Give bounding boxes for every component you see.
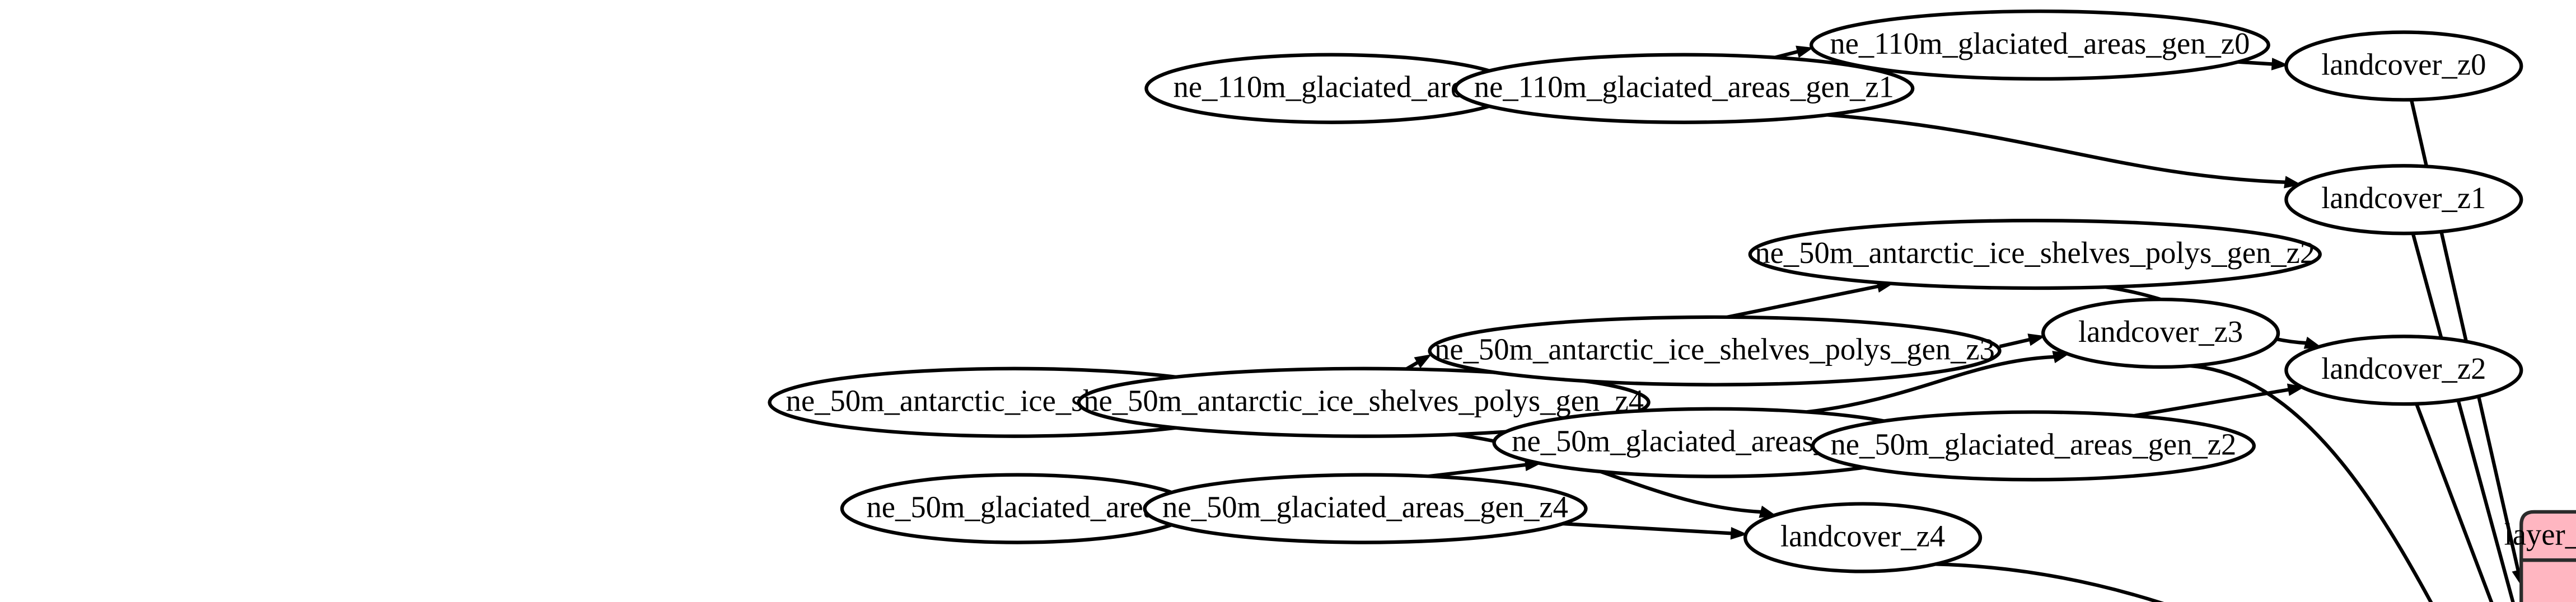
node-ellipse[interactable] bbox=[2041, 297, 2280, 369]
node-ellipse[interactable] bbox=[1453, 53, 1915, 124]
node-label: ne_110m_glaciated_areas_gen_z0 bbox=[1830, 26, 2250, 60]
edge-arrowhead bbox=[1730, 526, 1748, 540]
node-ellipse[interactable] bbox=[2284, 335, 2523, 406]
node-label: ne_50m_antarctic_ice_shelves_polys_gen_z… bbox=[1083, 384, 1644, 418]
node-label: ne_50m_antarctic_ice_shelves_polys_gen_z… bbox=[1434, 332, 1995, 366]
table-row[interactable] bbox=[2519, 558, 2576, 602]
node-ellipse[interactable] bbox=[1077, 366, 1651, 438]
node-label: ne_50m_antarctic_ice_shelves_polys_gen_z… bbox=[1755, 236, 2315, 270]
edge bbox=[1428, 463, 1526, 478]
node-label: ne_50m_glaciated_areas_gen_z4 bbox=[1162, 490, 1568, 524]
node-ellipse[interactable] bbox=[2284, 30, 2523, 102]
layer-landcover-table: layer_landcoverz0z1z2z3z4z5z6z7z8z9z10z1… bbox=[2504, 510, 2576, 602]
graph-node[interactable]: landcover_z2 bbox=[2284, 335, 2523, 406]
node-label: landcover_z3 bbox=[2078, 314, 2243, 349]
edge bbox=[2133, 388, 2289, 418]
edge-arrowhead bbox=[2027, 333, 2046, 346]
edge bbox=[2415, 403, 2494, 602]
node-ellipse[interactable] bbox=[1743, 502, 1983, 573]
graph-node[interactable]: ne_110m_glaciated_areas_gen_z0 bbox=[1809, 9, 2270, 81]
graph-node[interactable]: ne_110m_glaciated_areas_gen_z1 bbox=[1453, 53, 1915, 124]
node-ellipse[interactable] bbox=[1811, 410, 2256, 482]
edge bbox=[1935, 562, 2164, 602]
node-ellipse[interactable] bbox=[1143, 473, 1588, 544]
node-ellipse[interactable] bbox=[1748, 218, 2322, 290]
edge bbox=[2190, 364, 2433, 602]
node-ellipse[interactable] bbox=[1428, 315, 2002, 387]
edge-arrowhead bbox=[2271, 58, 2289, 70]
node-label: landcover_z1 bbox=[2321, 181, 2486, 215]
graph-node[interactable]: landcover_z1 bbox=[2284, 164, 2523, 236]
node-label: landcover_z4 bbox=[1780, 519, 1945, 553]
edge-arrowhead bbox=[1414, 354, 1432, 369]
graph-node[interactable]: ne_50m_glaciated_areas_gen_z2 bbox=[1811, 410, 2256, 482]
node-ellipse[interactable] bbox=[1809, 9, 2270, 81]
graph-node[interactable]: ne_110m_glaciated_areas bbox=[1144, 53, 1519, 124]
graph-node[interactable]: ne_50m_glaciated_areas_gen_z4 bbox=[1143, 473, 1588, 544]
edge bbox=[1563, 521, 1732, 535]
edge bbox=[1827, 113, 2286, 184]
graph-node[interactable]: landcover_z3 bbox=[2041, 297, 2280, 369]
edge bbox=[1806, 355, 2055, 414]
graph-node[interactable]: landcover_z4 bbox=[1743, 502, 1983, 573]
node-label: ne_50m_glaciated_areas_gen_z2 bbox=[1831, 427, 2237, 461]
edge bbox=[1727, 284, 1879, 319]
edge-arrowhead bbox=[1796, 45, 1814, 58]
graph-node[interactable]: ne_50m_antarctic_ice_shelves_polys_gen_z… bbox=[1077, 366, 1651, 438]
table-header-label: layer_landcover bbox=[2504, 517, 2576, 551]
edge bbox=[2411, 233, 2515, 602]
node-label: ne_110m_glaciated_areas bbox=[1174, 70, 1490, 104]
node-label: ne_110m_glaciated_areas_gen_z1 bbox=[1474, 70, 1894, 104]
graph-node[interactable]: landcover_z0 bbox=[2284, 30, 2523, 102]
graph-node[interactable]: ne_50m_glaciated_areas bbox=[840, 473, 1195, 544]
node-ellipse[interactable] bbox=[2284, 164, 2523, 236]
graph-node[interactable]: ne_50m_antarctic_ice_shelves_polys_gen_z… bbox=[1428, 315, 2002, 387]
node-label: ne_50m_glaciated_areas bbox=[866, 490, 1168, 524]
table-header-cell bbox=[2519, 510, 2576, 562]
edge bbox=[1999, 337, 2031, 349]
graph-node[interactable]: ne_50m_antarctic_ice_shelves_polys_gen_z… bbox=[1748, 218, 2322, 290]
node-label: landcover_z2 bbox=[2321, 351, 2486, 385]
node-label: landcover_z0 bbox=[2321, 47, 2486, 81]
edge bbox=[2238, 60, 2273, 66]
nodes-layer: imposm3osm_landcover_polygonsimplify_vw_… bbox=[768, 9, 2523, 573]
